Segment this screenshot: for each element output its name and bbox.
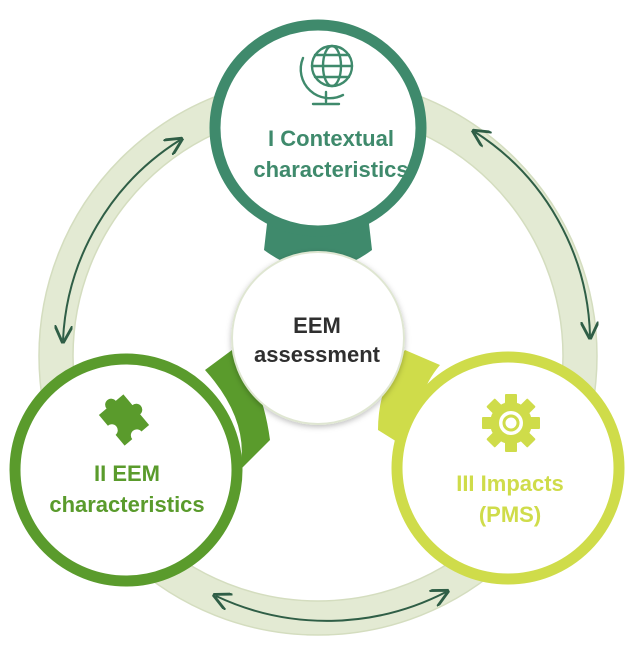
eem-label-line2: characteristics: [49, 492, 204, 517]
arrow-context-eem: [63, 140, 180, 340]
center-label-line2: assessment: [254, 342, 381, 367]
impacts-label-line1: III Impacts: [456, 471, 564, 496]
context-label-line1: I Contextual: [268, 126, 394, 151]
node-context: [209, 19, 427, 237]
arrow-eem-impacts: [216, 592, 446, 622]
eem-label-line1: II EEM: [94, 461, 160, 486]
center-label-line1: EEM: [293, 313, 341, 338]
gear-icon: [482, 394, 540, 452]
node-eem: [9, 353, 243, 587]
arrow-context-impacts: [475, 132, 590, 336]
impacts-label-line2: (PMS): [479, 502, 541, 527]
node-center: [231, 251, 405, 425]
globe-icon: [299, 44, 354, 106]
node-impacts: [391, 351, 625, 585]
context-label-line2: characteristics: [253, 157, 408, 182]
connector-eem: [205, 350, 270, 470]
puzzle-piece-icon: [98, 394, 150, 446]
